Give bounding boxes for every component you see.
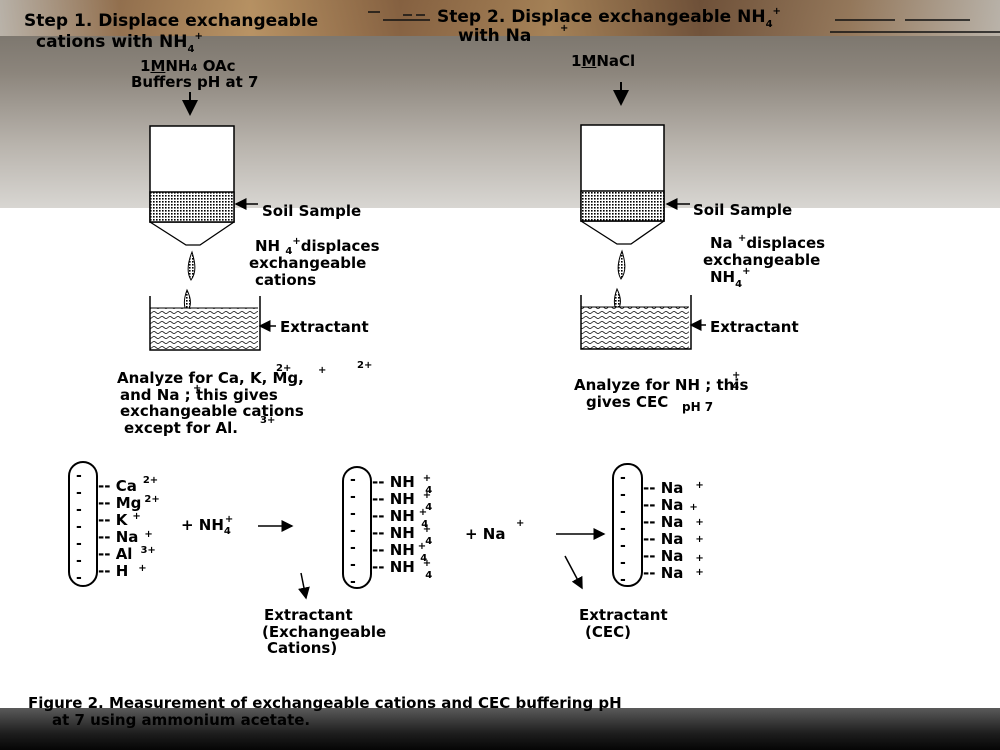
na-charge: +	[193, 383, 202, 394]
al-charge: 3+	[260, 415, 276, 426]
step2-funnel	[580, 220, 665, 245]
colloid1-charges: - - - - - - -	[76, 468, 82, 586]
ion-h: -- H+	[98, 562, 147, 580]
step2-analyze-ph: pH 7	[682, 400, 714, 414]
step1-apparatus	[149, 92, 276, 351]
step1-analyze-line2: and Na ; this gives	[120, 386, 278, 404]
step1-analyze-line4: except for Al.	[124, 419, 238, 437]
colloid-3	[612, 463, 643, 587]
step2-apparatus	[580, 82, 706, 350]
extract-arrow-2	[564, 555, 583, 590]
step2-extractant-label: Extractant	[710, 318, 799, 336]
ion-nh4: -- NH+4	[372, 558, 433, 581]
step2-extractant	[581, 307, 689, 349]
ion-na: -- Na+	[643, 547, 704, 565]
step2-title: Step 2. Displace exchangeable NH4+	[437, 6, 781, 30]
step2-reagent: 1MNaCl	[571, 52, 636, 70]
ca-charge: 2+	[276, 363, 292, 374]
plus-nh4-label: + NH4+	[181, 514, 234, 537]
extractant1-line3: Cations)	[267, 639, 338, 657]
step2-analyze-line2: gives CEC	[586, 393, 669, 411]
ion-na: -- Na+	[643, 479, 704, 497]
step2-analyze-line1: Analyze for NH ; this	[574, 376, 749, 394]
ion-nh4: -- NH+4	[372, 490, 433, 513]
plus-na-charge: +	[516, 518, 525, 529]
step2-soil-sample-label: Soil Sample	[693, 201, 793, 219]
step2-title-na-charge: +	[560, 23, 569, 34]
step2-drop	[617, 249, 626, 280]
step2-title-line2: with Na	[458, 26, 532, 46]
ion-nh4: -- NH+4	[372, 507, 429, 530]
colloid3-ion-list: -- Na+ -- Na+ -- Na+ -- Na+ -- Na+ -- Na…	[643, 481, 704, 583]
step1-analyze-line3: exchangeable cations	[120, 402, 304, 420]
ion-nh4: -- NH+4	[372, 541, 428, 564]
step1-extractant	[150, 308, 258, 350]
step1-reagent-buffer: Buffers pH at 7	[131, 73, 259, 91]
step1-drop	[187, 250, 196, 281]
step1-extractant-label: Extractant	[280, 318, 369, 336]
step2-displace-line2: exchangeable	[703, 251, 821, 269]
colloid2-ion-list: -- NH+4 -- NH+4 -- NH+4 -- NH+4 -- NH+4 …	[372, 473, 433, 581]
header-dashes	[368, 11, 1000, 33]
extractant1-line2: (Exchangeable	[262, 623, 387, 641]
step1-displace-line3: cations	[255, 271, 317, 289]
ion-nh4: -- NH+4	[372, 473, 433, 496]
ion-na: -- Na+	[643, 496, 698, 514]
step2-soil-layer	[580, 190, 665, 222]
step2-analyze-sub: 4	[732, 381, 739, 392]
plus-na-label: + Na	[465, 525, 506, 543]
extract-arrow-1	[298, 572, 310, 600]
step1-analyze-line1: Analyze for Ca, K, Mg,	[117, 369, 304, 387]
step1-funnel	[149, 221, 235, 246]
colloid2-charges: - - - - - - -	[350, 472, 356, 590]
header-landscape-strip	[0, 0, 1000, 36]
mg-charge: 2+	[357, 360, 373, 371]
extractant2-line1: Extractant	[579, 606, 668, 624]
step1-title: Step 1. Displace exchangeable	[24, 11, 319, 31]
step1-soil-layer	[149, 191, 235, 223]
step1-soil-sample-label: Soil Sample	[262, 202, 362, 220]
extractant1-line1: Extractant	[264, 606, 353, 624]
step1-reagent: 1MNH4 OAc	[140, 57, 236, 75]
step1-displace-line2: exchangeable	[249, 254, 367, 272]
ion-na: -- Na+	[643, 513, 704, 531]
colloid-1	[68, 461, 98, 587]
ion-nh4: -- NH+4	[372, 524, 433, 547]
ion-na: -- Na+	[98, 528, 153, 546]
step2-displace-text: Na +displaces	[710, 233, 826, 252]
step2-analyze-sup: +	[732, 370, 741, 381]
footer-dark-band	[0, 708, 1000, 750]
figure-caption-line2: at 7 using ammonium acetate.	[52, 711, 311, 729]
ion-na: -- Na+	[643, 564, 704, 582]
figure-caption-line1: Figure 2. Measurement of exchangeable ca…	[28, 694, 622, 712]
k-charge: +	[318, 365, 327, 376]
ion-k: -- K+	[98, 511, 141, 529]
ion-na: -- Na+	[643, 530, 704, 548]
step2-displace-line3: NH4+	[710, 266, 751, 290]
extractant2-line2: (CEC)	[585, 623, 631, 641]
colloid3-charges: - - - - - - -	[620, 470, 626, 588]
step1-title-line2: cations with NH4+	[36, 31, 203, 55]
step1-displace-text: NH 4+displaces	[255, 236, 380, 257]
colloid-2	[342, 466, 372, 589]
